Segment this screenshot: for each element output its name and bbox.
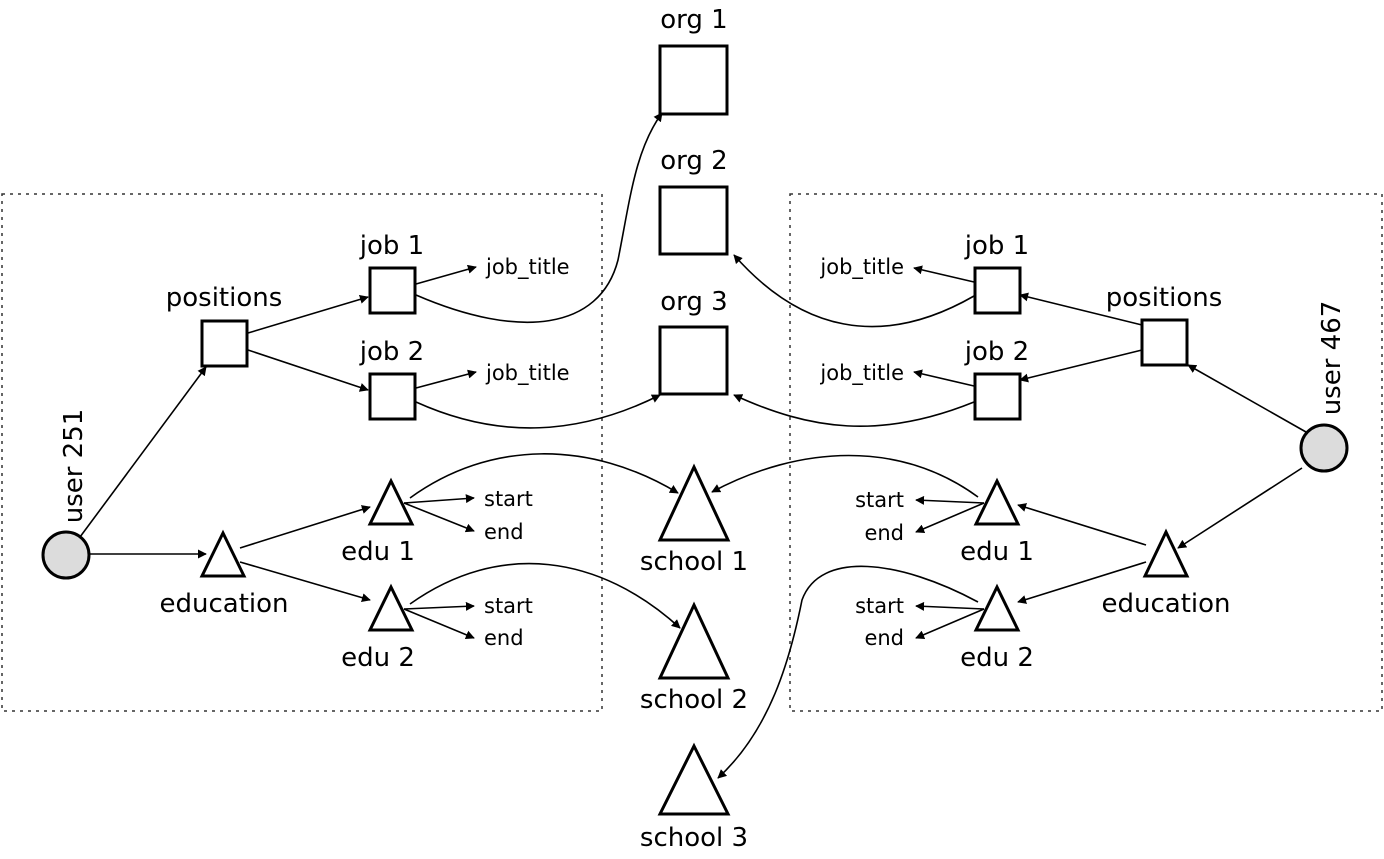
edge-edu2-right-end — [915, 608, 985, 639]
edu-2-right-end-label: end — [864, 626, 904, 650]
edge-positions-job2-left — [247, 349, 369, 392]
edu-1-left-start-label: start — [484, 487, 533, 511]
edu-2-left-label: edu 2 — [341, 643, 415, 673]
edge-job2-left-title — [415, 369, 477, 389]
edge-education-edu2-right — [1017, 561, 1147, 604]
edu-2-right-start-label: start — [855, 594, 904, 618]
edu-1-left-node — [367, 477, 415, 526]
positions-right-node — [1140, 318, 1189, 367]
edge-positions-job1-left — [247, 295, 369, 334]
user-251-label: user 251 — [59, 409, 89, 524]
edge-user251-positions — [79, 366, 207, 538]
edge-job1-left-org1 — [415, 112, 663, 324]
org-3-node — [658, 325, 729, 396]
edge-education-edu1-left — [239, 505, 371, 549]
edge-job2-left-org3 — [415, 394, 661, 429]
job-2-right-node — [973, 372, 1022, 421]
job-1-left-node — [368, 266, 417, 315]
edge-job1-left-title — [415, 264, 477, 285]
edge-edu2-left-start — [403, 601, 475, 611]
user-467-subgraph-frame — [789, 193, 1383, 712]
org-1-node — [658, 44, 729, 116]
edge-edu1-right-start — [915, 495, 985, 505]
school-1-label: school 1 — [640, 547, 748, 577]
edge-education-edu2-left — [239, 561, 371, 603]
edge-edu1-left-start — [403, 494, 475, 504]
user-251-node — [41, 530, 91, 580]
education-left-label: education — [159, 589, 288, 619]
job-2-left-label: job 2 — [359, 337, 424, 367]
edge-education-edu1-right — [1017, 503, 1147, 546]
edge-positions-job1-right — [1019, 292, 1143, 326]
org-2-node — [658, 185, 729, 256]
edge-user467-positions — [1187, 364, 1307, 433]
edge-job2-right-org3 — [733, 394, 975, 428]
school-3-node — [657, 742, 731, 816]
job-1-left-title-label: job_title — [485, 255, 570, 280]
edu-1-right-label: edu 1 — [960, 537, 1034, 567]
user-251-subgraph-frame — [1, 193, 603, 712]
job-1-right-title-label: job_title — [819, 255, 904, 280]
school-2-label: school 2 — [640, 685, 748, 715]
positions-left-node — [200, 319, 249, 368]
edu-1-right-start-label: start — [855, 488, 904, 512]
edge-user467-education — [1177, 467, 1303, 549]
job-1-right-node — [973, 266, 1022, 315]
user-467-node — [1299, 423, 1349, 473]
edge-job1-right-org2 — [733, 254, 975, 328]
job-1-right-label: job 1 — [964, 231, 1029, 261]
edge-edu1-left-end — [403, 502, 475, 533]
positions-left-label: positions — [166, 283, 283, 313]
edu-1-left-end-label: end — [484, 520, 524, 544]
edu-2-left-start-label: start — [484, 594, 533, 618]
edu-1-right-node — [973, 477, 1021, 526]
edu-2-left-end-label: end — [484, 626, 524, 650]
education-right-label: education — [1101, 589, 1230, 619]
user-467-label: user 467 — [1317, 301, 1347, 416]
edu-2-right-label: edu 2 — [960, 643, 1034, 673]
edu-1-left-label: edu 1 — [341, 537, 415, 567]
edu-1-right-end-label: end — [864, 521, 904, 545]
edu-2-left-node — [367, 583, 415, 632]
job-2-right-title-label: job_title — [819, 361, 904, 386]
edge-job2-right-title — [913, 369, 975, 387]
school-3-label: school 3 — [640, 823, 748, 853]
org-3-label: org 3 — [660, 287, 727, 317]
edge-positions-job2-right — [1019, 349, 1143, 383]
edge-edu2-left-school2 — [409, 562, 681, 629]
org-1-label: org 1 — [660, 5, 727, 35]
job-2-left-node — [368, 372, 417, 421]
edge-edu2-right-start — [915, 601, 985, 611]
school-1-node — [657, 463, 731, 542]
edge-edu2-right-school3 — [717, 565, 979, 779]
edge-edu1-right-school1 — [711, 454, 979, 498]
school-2-node — [657, 601, 731, 680]
job-2-left-title-label: job_title — [485, 361, 570, 386]
positions-right-label: positions — [1106, 283, 1223, 313]
job-1-left-label: job 1 — [359, 231, 424, 261]
education-left-node — [199, 529, 247, 578]
edge-edu2-left-end — [403, 608, 475, 640]
job-2-right-label: job 2 — [964, 337, 1029, 367]
org-2-label: org 2 — [660, 146, 727, 176]
education-right-node — [1142, 528, 1190, 578]
edge-job1-right-title — [913, 265, 975, 283]
edu-2-right-node — [973, 583, 1021, 632]
edge-edu1-right-end — [915, 502, 985, 533]
edge-edu1-left-school1 — [409, 453, 679, 499]
